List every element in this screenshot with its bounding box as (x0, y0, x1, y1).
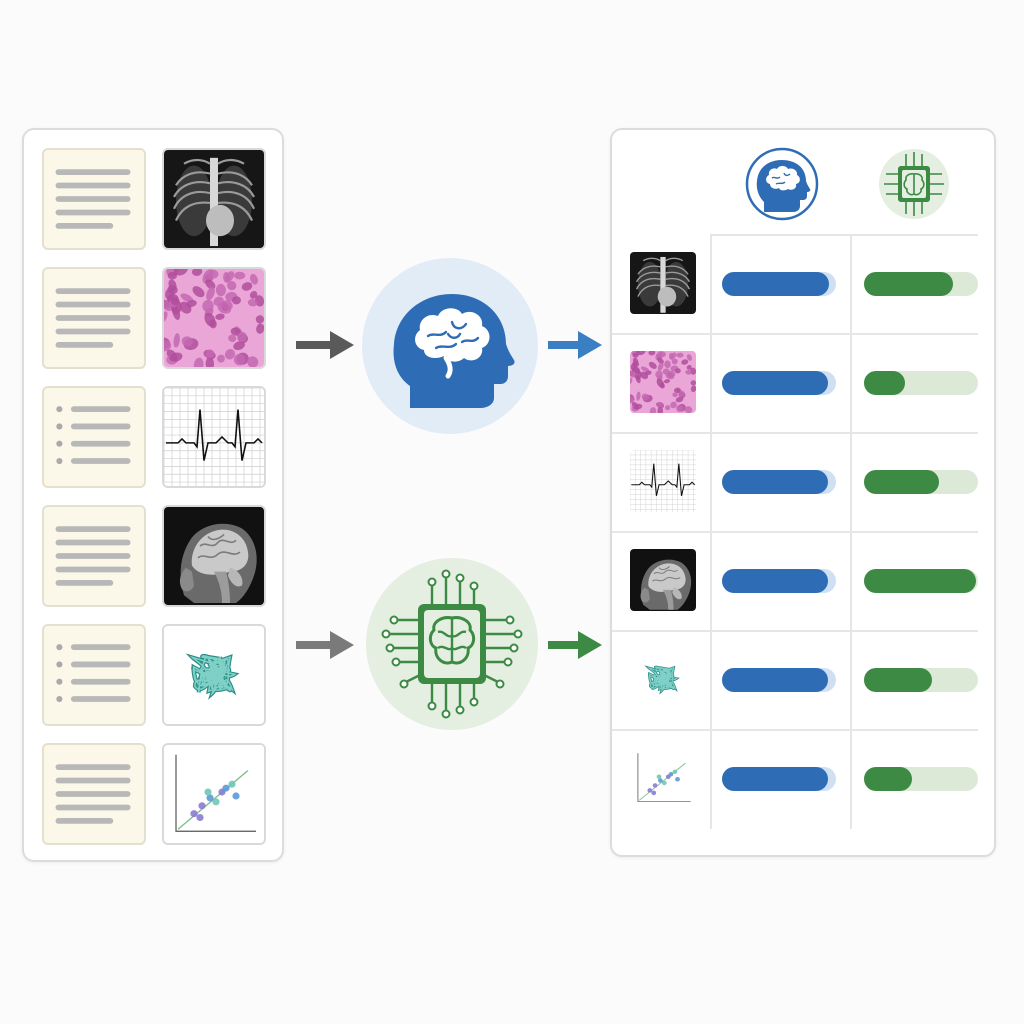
brain-mri-thumbnail (630, 549, 696, 611)
text-report-card (42, 505, 146, 607)
text-report-card (42, 148, 146, 250)
ai-score-fill (864, 371, 905, 395)
human-score-fill (722, 470, 828, 494)
row-divider (612, 729, 978, 731)
header-divider (710, 234, 978, 236)
row-divider (612, 630, 978, 632)
human-score-bar (722, 371, 836, 395)
row-divider (612, 432, 978, 434)
human-score-fill (722, 371, 828, 395)
human-score-fill (722, 272, 829, 296)
results-panel (610, 128, 996, 857)
ai-score-bar (864, 767, 978, 791)
ai-score-bar (864, 569, 978, 593)
histology-image (162, 267, 266, 369)
histology-thumbnail (630, 351, 696, 413)
protein-thumbnail (630, 648, 696, 710)
ai-score-fill (864, 767, 912, 791)
chest-xray-thumbnail (630, 252, 696, 314)
ai-score-bar (864, 668, 978, 692)
human-expert-node (362, 258, 538, 434)
brain-mri-image (162, 505, 266, 607)
ai-model-node (366, 558, 538, 730)
human-score-bar (722, 272, 836, 296)
human-score-fill (722, 668, 828, 692)
arrow-to-ai-icon (296, 631, 354, 659)
ai-chip-brain-icon (381, 569, 523, 719)
text-report-card (42, 624, 146, 726)
ai-score-bar (864, 470, 978, 494)
arrow-to-human-icon (296, 331, 354, 359)
text-report-card (42, 267, 146, 369)
protein-image (162, 624, 266, 726)
row-divider (612, 531, 978, 533)
row-divider (612, 333, 978, 335)
human-score-bar (722, 569, 836, 593)
ecg-image (162, 386, 266, 488)
text-report-card (42, 386, 146, 488)
human-brain-head-icon (393, 294, 515, 408)
scatter-plot-thumbnail (630, 747, 696, 809)
ai-score-fill (864, 470, 939, 494)
ai-score-fill (864, 272, 953, 296)
human-score-bar (722, 668, 836, 692)
ai-score-fill (864, 668, 932, 692)
human-score-bar (722, 767, 836, 791)
human-score-bar (722, 470, 836, 494)
input-cases-panel (22, 128, 284, 862)
chest-xray-image (162, 148, 266, 250)
ecg-thumbnail (630, 450, 696, 512)
ai-model-header-icon (876, 146, 952, 222)
arrow-from-human-icon (548, 331, 602, 359)
scatter-plot-image (162, 743, 266, 845)
arrow-from-ai-icon (548, 631, 602, 659)
human-score-fill (722, 569, 828, 593)
human-score-fill (722, 767, 828, 791)
ai-score-bar (864, 371, 978, 395)
text-report-card (42, 743, 146, 845)
ai-score-bar (864, 272, 978, 296)
human-expert-header-icon (744, 146, 820, 222)
ai-score-fill (864, 569, 976, 593)
